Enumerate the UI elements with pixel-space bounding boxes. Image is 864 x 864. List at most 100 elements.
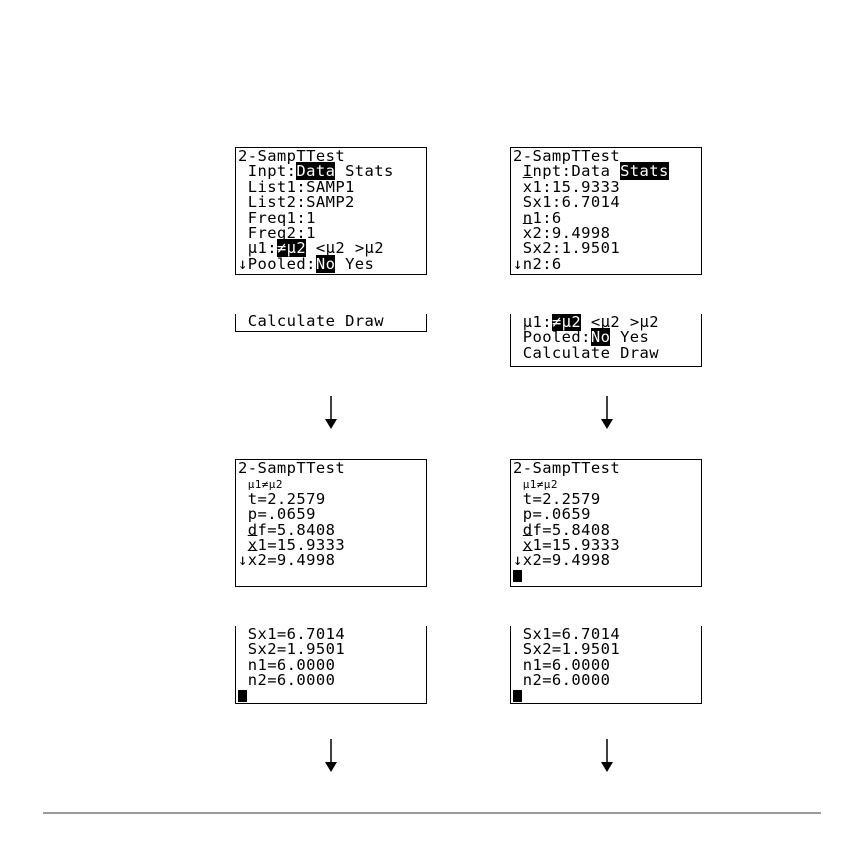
sx2-value: Sx2=1.9501 xyxy=(522,640,621,659)
x2-row[interactable]: x2:9.4998 xyxy=(513,223,701,242)
mu1-gt-option[interactable]: >μ2 xyxy=(629,314,660,331)
sx2-row: Sx2=1.9501 xyxy=(513,640,701,659)
t-value: t=2.2579 xyxy=(522,489,601,508)
pooled-no-option[interactable]: No xyxy=(315,254,336,273)
draw-option[interactable]: Draw xyxy=(620,343,659,362)
screen-title: 2-SampTTest xyxy=(513,147,621,165)
screen-title: 2-SampTTest xyxy=(513,459,621,477)
pooled-label: Pooled: xyxy=(247,254,316,273)
x-bar-symbol: x xyxy=(522,551,533,570)
pooled-row: ↓Pooled:No Yes xyxy=(238,254,426,273)
freq2-row[interactable]: Freq2:1 xyxy=(238,225,426,241)
result-screen-right-continued: Sx1=6.7014 Sx2=1.9501 n1=6.0000 n2=6.000… xyxy=(510,626,702,704)
mu1-lt-option[interactable]: <μ2 xyxy=(590,314,621,331)
df-row: df=5.8408 xyxy=(513,520,701,539)
t-row: t=2.2579 xyxy=(513,489,701,508)
mu1-ne-option[interactable]: ≠μ2 xyxy=(276,239,307,258)
hypothesis-row: μ1≠μ2 xyxy=(238,476,426,491)
screen-title: 2-SampTTest xyxy=(238,147,346,165)
down-arrow-icon xyxy=(325,739,337,772)
pooled-label: Pooled: xyxy=(522,328,591,347)
pooled-row: Pooled:No Yes xyxy=(513,328,701,347)
mu1-label: μ1: xyxy=(247,239,277,258)
cursor-block xyxy=(238,689,247,702)
calculate-option[interactable]: Calculate xyxy=(522,343,611,362)
down-arrow-icon xyxy=(601,739,613,772)
n2-value: n2=6.0000 xyxy=(247,671,336,690)
scroll-down-indicator: ↓ xyxy=(513,551,523,570)
scroll-down-indicator: ↓ xyxy=(238,254,248,273)
n1-row[interactable]: n1:6 xyxy=(513,208,701,227)
x2-row: ↓x2=9.4998 xyxy=(238,551,426,570)
p-row: p=.0659 xyxy=(513,505,701,524)
sx1-row[interactable]: Sx1:6.7014 xyxy=(513,193,701,212)
n1-row: n1=6.0000 xyxy=(513,655,701,674)
sx1-value: Sx1:6.7014 xyxy=(522,193,621,212)
hypothesis-row: μ1≠μ2 xyxy=(513,476,701,491)
x2-value: 2=9.4998 xyxy=(532,551,611,570)
mu1-ne-option[interactable]: ≠μ2 xyxy=(551,314,582,331)
list2-row[interactable]: List2:SAMP2 xyxy=(238,193,426,212)
input-screen-stats: 2-SampTTest Inpt:Data Stats x1:15.9333 S… xyxy=(510,147,702,275)
inpt-stats-option[interactable]: Stats xyxy=(345,162,394,181)
inpt-data-option[interactable]: Data xyxy=(571,162,611,181)
input-screen-data-continued: Calculate Draw xyxy=(235,314,427,332)
sx2-row[interactable]: Sx2:1.9501 xyxy=(513,241,701,257)
page-divider xyxy=(43,812,821,814)
x1-value: 1=15.9333 xyxy=(257,535,346,554)
down-arrow-icon xyxy=(601,396,613,429)
x2-value: 2=9.4998 xyxy=(257,551,336,570)
pooled-no-option[interactable]: No xyxy=(590,328,611,347)
p-value: p=.0659 xyxy=(247,505,316,524)
mu1-row: μ1:≠μ2 <μ2 >μ2 xyxy=(513,314,701,331)
sx1-row: Sx1=6.7014 xyxy=(238,626,426,642)
result-screen-left: 2-SampTTest μ1≠μ2 t=2.2579 p=.0659 df=5.… xyxy=(235,459,427,587)
list1-text: List1:SAMP1 xyxy=(247,177,355,196)
result-screen-right: 2-SampTTest μ1≠μ2 t=2.2579 p=.0659 df=5.… xyxy=(510,459,702,587)
n2-value: ↓n2:6 xyxy=(513,254,562,273)
down-arrow-icon xyxy=(325,396,337,429)
mu1-row: μ1:≠μ2 <μ2 >μ2 xyxy=(238,239,426,258)
df-value: df=5.8408 xyxy=(247,520,336,539)
draw-option[interactable]: Draw xyxy=(345,314,384,330)
n1-value: n1:6 xyxy=(522,208,562,227)
p-value: p=.0659 xyxy=(522,505,591,524)
result-screen-left-continued: Sx1=6.7014 Sx2=1.9501 n1=6.0000 n2=6.000… xyxy=(235,626,427,704)
inpt-data-option[interactable]: Data xyxy=(296,162,336,181)
pooled-yes-option[interactable]: Yes xyxy=(345,254,375,273)
inpt-row: Inpt:Data Stats xyxy=(238,162,426,181)
sx1-value: Sx1=6.7014 xyxy=(522,626,621,643)
sx1-row: Sx1=6.7014 xyxy=(513,626,701,643)
calculate-option[interactable]: Calculate xyxy=(247,314,336,330)
df-row: df=5.8408 xyxy=(238,520,426,539)
df-value: df=5.8408 xyxy=(522,520,611,539)
x1-row: x1=15.9333 xyxy=(513,535,701,554)
cursor-block xyxy=(513,569,522,582)
x-bar-symbol: x xyxy=(247,535,258,554)
hypothesis-text: μ1≠μ2 xyxy=(247,478,283,492)
x1-value: 1:15.9333 xyxy=(532,177,621,196)
mu1-lt-option[interactable]: <μ2 xyxy=(315,239,346,258)
pooled-yes-option[interactable]: Yes xyxy=(620,328,650,347)
inpt-row: Inpt:Data Stats xyxy=(513,162,701,181)
x-bar-symbol: x xyxy=(522,535,533,554)
p-row: p=.0659 xyxy=(238,505,426,524)
mu1-gt-option[interactable]: >μ2 xyxy=(354,239,385,258)
inpt-stats-option[interactable]: Stats xyxy=(620,162,669,181)
n1-value: n1=6.0000 xyxy=(522,655,611,674)
calc-row: Calculate Draw xyxy=(513,343,701,362)
n2-row: n2=6.0000 xyxy=(513,671,701,690)
list2-text: List2:SAMP2 xyxy=(247,193,355,212)
n2-row: n2=6.0000 xyxy=(238,671,426,690)
mu1-label: μ1: xyxy=(522,314,552,331)
n1-value: n1=6.0000 xyxy=(247,655,336,674)
n2-value: n2=6.0000 xyxy=(522,671,611,690)
x1-row: x1=15.9333 xyxy=(238,535,426,554)
cursor-row xyxy=(238,689,426,703)
list1-row[interactable]: List1:SAMP1 xyxy=(238,177,426,196)
input-screen-data: 2-SampTTest Inpt:Data Stats List1:SAMP1 … xyxy=(235,147,427,275)
freq1-row[interactable]: Freq1:1 xyxy=(238,210,426,226)
x1-row[interactable]: x1:15.9333 xyxy=(513,177,701,196)
n2-row[interactable]: ↓n2:6 xyxy=(513,254,701,273)
x2-value: 2:9.4998 xyxy=(532,223,611,242)
